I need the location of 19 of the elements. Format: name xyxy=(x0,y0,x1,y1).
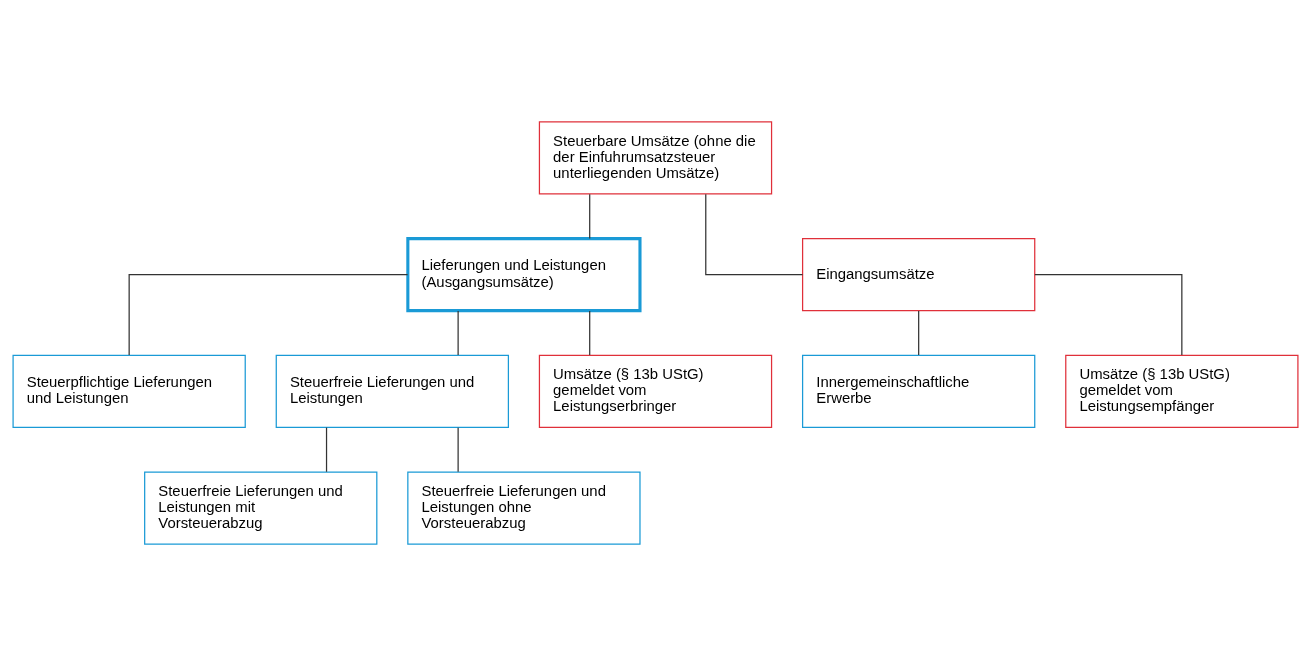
connector xyxy=(128,273,409,356)
node-box: Eingangsumsätze xyxy=(802,237,1036,311)
connector xyxy=(457,309,459,356)
connector xyxy=(589,193,591,239)
connector xyxy=(325,426,328,472)
node-box: Umsätze (§ 13b UStG) gemeldet vom Leistungsempfänger xyxy=(1065,354,1299,428)
connector xyxy=(1034,273,1183,356)
node-box: Steuerbare Umsätze (ohne die der Einfuhrumsatzsteuer unterliegenden Umsätze) xyxy=(538,120,773,195)
node-box: Steuerpflichtige Lieferungen und Leistungen xyxy=(12,354,246,428)
node-box: Steuerfreie Lieferungen und Leistungen xyxy=(275,354,509,428)
node-box: Innergemeinschaftliche Erwerbe xyxy=(802,354,1036,428)
connector xyxy=(589,309,591,356)
node-box: Umsätze (§ 13b UStG) gemeldet vom Leistungserbringer xyxy=(538,354,773,428)
node-box: Steuerfreie Lieferungen und Leistungen mit Vorsteuerabzug xyxy=(144,470,378,545)
node-box: Lieferungen und Leistungen (Ausgangsumsätze) xyxy=(406,236,642,312)
connector xyxy=(457,426,459,472)
connector xyxy=(918,309,920,356)
node-box: Steuerfreie Lieferungen und Leistungen ohne Vorsteuerabzug xyxy=(407,470,641,545)
connector xyxy=(705,193,804,275)
